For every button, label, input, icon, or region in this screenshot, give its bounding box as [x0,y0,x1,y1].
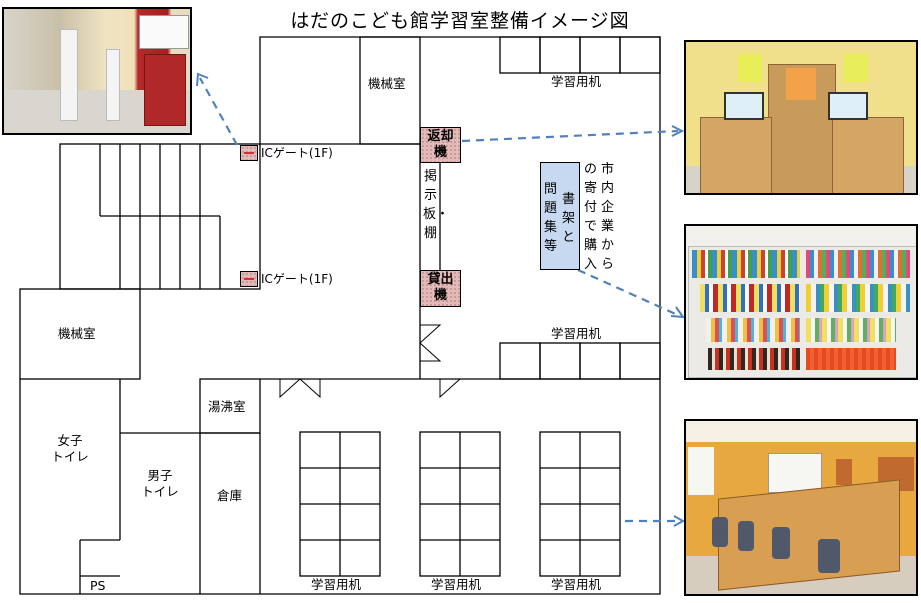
mens-toilet-line1: 男子 [147,468,173,483]
desk-label-middle: 学習用机 [551,326,602,341]
desk-label-bottom-3: 学習用机 [551,577,602,592]
machine-room-top-label: 機械室 [368,76,406,91]
ic-gate-photo [2,7,192,135]
return-machine: 返却機 [420,127,461,163]
page-title: はだのこども館学習室整備イメージ図 [290,10,630,32]
desk-label-top: 学習用机 [551,74,602,89]
study-room-photo [684,419,918,596]
ic-gate-upper-icon [240,145,258,161]
ps-label: PS [90,578,106,593]
storage-label: 倉庫 [217,488,243,503]
arrow-to-gate-photo [199,77,238,146]
return-machine-label: 返却機 [427,129,454,160]
wall [259,36,661,379]
bookshelf-block [540,162,580,270]
ic-gate-lower-label: ICゲート(1F) [261,272,333,286]
mens-toilet-label: 男子 トイレ [130,468,190,499]
shelf-note-col1: の寄付で購入 [583,162,597,272]
womens-toilet-line2: トイレ [51,448,89,464]
board-label: 掲示板・棚 [423,169,450,241]
ic-gate-lower-icon [240,271,258,287]
womens-toilet-label: 女子 トイレ [40,433,100,464]
mens-toilet-line2: トイレ [141,483,179,499]
shelf-label-col2: 書架と [561,192,575,245]
bookshelf-photo [684,224,918,380]
shelf-label-col1: 問題集等 [543,182,557,254]
desk-label-bottom-1: 学習用机 [311,577,362,592]
lending-machine-label: 貸出機 [427,272,454,303]
kettle-room-label: 湯沸室 [208,399,246,414]
ic-gate-upper-label: ICゲート(1F) [261,146,333,160]
self-checkout-photo [684,40,918,195]
lending-machine: 貸出機 [420,270,461,307]
arrow-to-kiosk-photo [461,129,679,143]
machine-room-left-label: 機械室 [58,326,96,341]
womens-toilet-line1: 女子 [57,433,83,448]
arrow-to-shelf-photo [577,268,681,318]
desk-label-bottom-2: 学習用机 [431,577,482,592]
shelf-note-col2: 市内企業から [600,162,614,272]
